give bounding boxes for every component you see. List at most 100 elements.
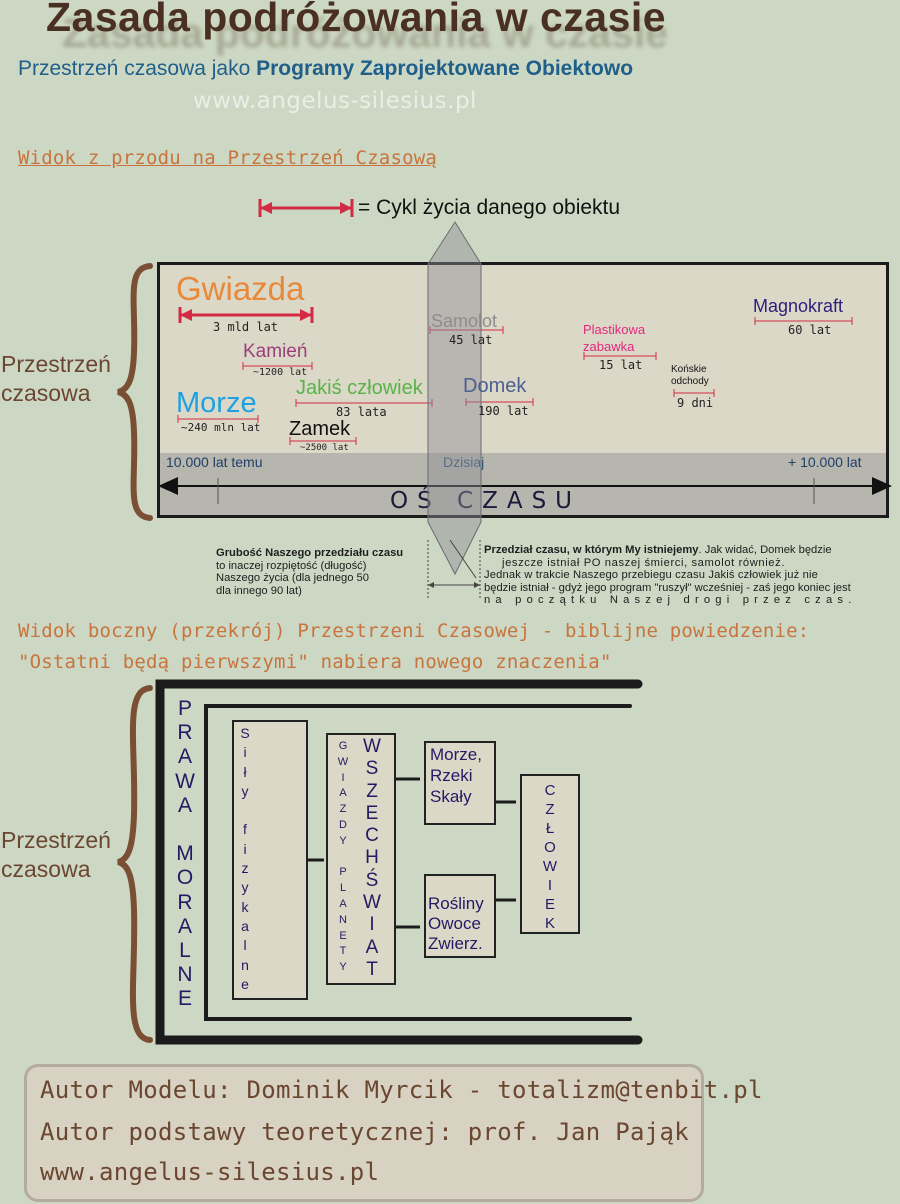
prawa-moralne-letter: N xyxy=(177,963,193,987)
prawa-moralne-letter: L xyxy=(179,939,191,963)
wszechswiat-letter: Z xyxy=(366,780,378,802)
box-morze-line3: Skały xyxy=(430,787,472,806)
prawa-moralne-letter: A xyxy=(177,793,192,817)
object-odchody-line1: Końskie xyxy=(671,364,707,375)
object-magnokraft: Magnokraft xyxy=(753,296,844,316)
note-right: Przedział czasu, w którym My istniejemy.… xyxy=(484,544,900,607)
legend-lifecycle-arrow xyxy=(258,199,354,217)
gwiazdy-planety-letter: Z xyxy=(339,803,347,816)
wszechswiat-letter: C xyxy=(365,825,379,847)
credits-website: www.angelus-silesius.pl xyxy=(40,1158,380,1186)
sily-fizykalne-letter: l xyxy=(243,937,247,954)
gwiazdy-planety-letter xyxy=(336,850,350,866)
duration-morze: ~240 mln lat xyxy=(181,421,261,434)
lifecycle-arrow-czlowiek xyxy=(295,399,433,407)
wszechswiat-letter: E xyxy=(365,802,379,824)
prawa-moralne-letter: W xyxy=(175,769,195,793)
subtitle-bold: Programy Zaprojektowane Obiektowo xyxy=(256,57,634,80)
prawa-moralne-letter: R xyxy=(177,721,193,745)
lifecycle-arrows xyxy=(177,307,853,445)
sily-fizykalne-letter: ł xyxy=(243,763,247,780)
object-domek: Domek xyxy=(463,375,527,397)
czlowiek-letter: Ł xyxy=(545,820,555,837)
box-morze-line2: Rzeki xyxy=(430,766,473,785)
title-shadow: Zasada podróżowania w czasie xyxy=(62,10,669,56)
gwiazdy-planety-letter: Y xyxy=(339,834,347,847)
side-view-heading-line2: "Ostatni będą pierwszymi" nabiera nowego… xyxy=(18,651,612,673)
credits-panel xyxy=(24,1064,704,1202)
wszechswiat-letter: S xyxy=(365,758,379,780)
gwiazdy-planety-letter: A xyxy=(339,897,347,910)
duration-samolot: 45 lat xyxy=(449,333,493,347)
object-morze: Morze xyxy=(176,387,257,419)
subtitle-prefix: Przestrzeń czasowa jako xyxy=(18,57,257,80)
duration-gwiazda: 3 mld lat xyxy=(213,320,279,334)
lifecycle-arrow-odchody xyxy=(673,389,715,397)
czlowiek-letter: E xyxy=(544,896,555,913)
wszechswiat-letter: W xyxy=(363,892,381,914)
box-czlowiek xyxy=(520,774,580,934)
prawa-moralne-letter xyxy=(174,818,196,842)
czlowiek-letter: C xyxy=(544,782,556,799)
object-jakis-czlowiek: Jakiś człowiek xyxy=(296,377,423,399)
note-right-line2: jeszcze istniał PO naszej śmierci, samol… xyxy=(502,556,786,569)
czlowiek-letter: O xyxy=(544,839,556,856)
object-gwiazda: Gwiazda xyxy=(176,270,304,308)
gwiazdy-planety-letter: D xyxy=(339,818,347,831)
time-axis xyxy=(158,477,892,504)
front-side-label-line2: czasowa xyxy=(1,380,91,406)
lifecycle-arrow-domek xyxy=(465,398,534,406)
axis-center-label: Dzisiaj xyxy=(443,454,485,470)
box-sily-fizykalne xyxy=(232,720,308,1000)
sily-fizykalne-letter xyxy=(235,801,255,820)
box-rosliny-line1: Rośliny xyxy=(428,894,484,913)
side-view-heading-line1: Widok boczny (przekrój) Przestrzeni Czas… xyxy=(18,620,810,642)
duration-magnokraft: 60 lat xyxy=(788,323,832,337)
page-subtitle: Przestrzeń czasowa jako Programy Zaproje… xyxy=(18,57,633,81)
wszechswiat-letter: T xyxy=(366,958,378,980)
duration-zamek: ~2500 lat xyxy=(300,443,349,453)
duration-zabawka: 15 lat xyxy=(599,358,643,372)
page-title: Zasada podróżowania w czasie xyxy=(46,0,667,40)
sily-fizykalne-letter: y xyxy=(241,782,249,799)
website-watermark: www.angelus-silesius.pl xyxy=(193,88,477,114)
prawa-moralne-letter: A xyxy=(177,914,192,938)
side-brace xyxy=(117,685,153,1043)
object-kamien: Kamień xyxy=(243,341,308,362)
note-left-line1: to inaczej rozpiętość (długość) xyxy=(216,559,367,572)
sily-fizykalne-letter: S xyxy=(240,725,250,741)
lifecycle-arrow-morze xyxy=(177,415,259,423)
box-morze-rzeki-skaly xyxy=(424,741,496,825)
object-zamek: Zamek xyxy=(289,418,351,440)
object-zabawka-line2: zabawka xyxy=(583,339,635,354)
present-time-slice xyxy=(427,221,482,576)
duration-kamien: ~1200 lat xyxy=(253,367,308,378)
note-left-line3: dla innego 90 lat) xyxy=(216,584,302,597)
note-right-line1-rest: . Jak widać, Domek będzie xyxy=(698,544,832,556)
note-left: Grubość Naszego przedziału czasu to inac… xyxy=(216,547,431,597)
sily-fizykalne-letter: e xyxy=(241,975,249,992)
note-right-line3: Jednak w trakcie Naszego przebiegu czasu… xyxy=(484,569,819,582)
sily-fizykalne-letter: f xyxy=(243,821,247,838)
gwiazdy-planety-letter: E xyxy=(339,929,347,942)
wszechswiat-letter: A xyxy=(365,936,379,958)
gwiazdy-planety-letter: G xyxy=(338,740,348,752)
cross-section-brackets xyxy=(155,679,643,1045)
note-left-line2: Naszego życia (dla jednego 50 xyxy=(216,572,369,585)
gwiazdy-planety-letter: N xyxy=(339,913,347,926)
slice-width-marker xyxy=(427,540,481,598)
lifecycle-arrow-zabawka xyxy=(583,352,657,360)
note-right-line5: na początku Naszej drogi przez czas. xyxy=(484,594,857,607)
front-brace xyxy=(117,263,153,521)
gwiazdy-planety-letter: P xyxy=(339,866,347,879)
credits-author-theory: Autor podstawy teoretycznej: prof. Jan P… xyxy=(40,1118,689,1146)
time-axis-band xyxy=(160,453,886,515)
duration-jakis-czlowiek: 83 lata xyxy=(336,405,387,419)
